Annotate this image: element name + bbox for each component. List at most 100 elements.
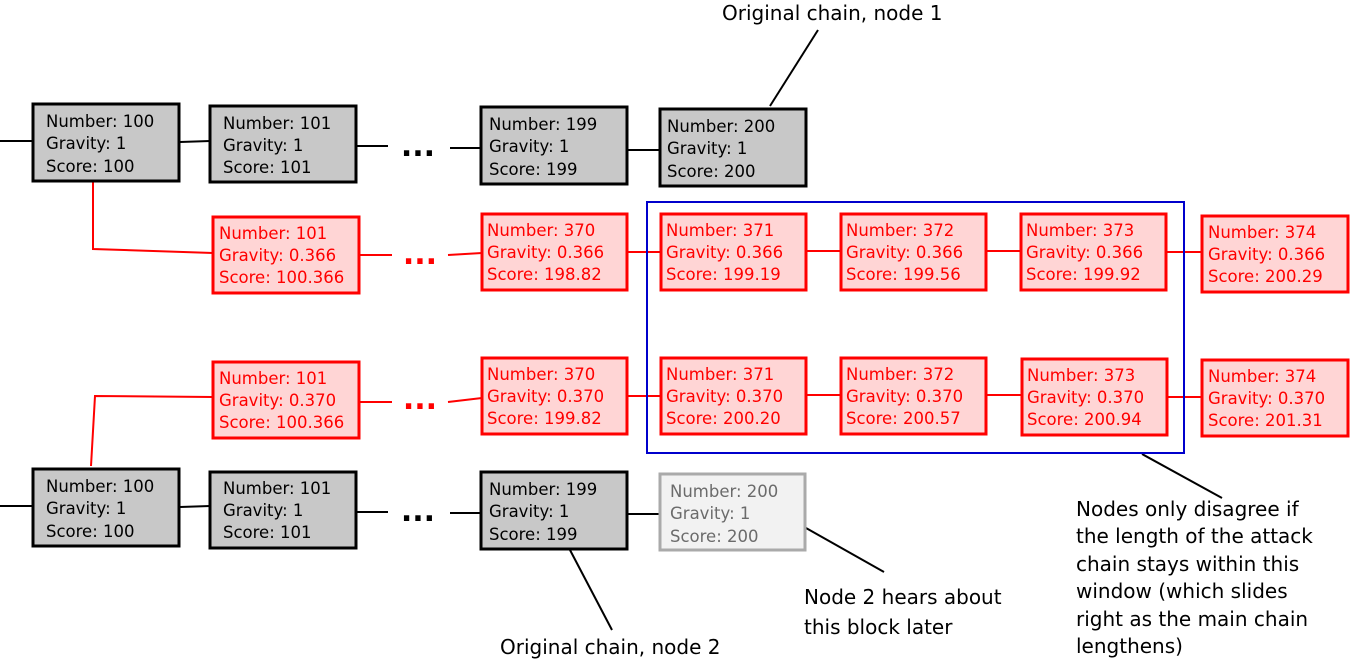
block-box xyxy=(480,356,629,436)
block-box xyxy=(659,356,808,436)
block-score: Score: 200.57 xyxy=(846,409,961,428)
connector xyxy=(179,140,211,143)
block-score: Score: 198.82 xyxy=(487,265,602,284)
block-gravity: Gravity: 0.370 xyxy=(219,391,336,410)
block-gravity: Gravity: 1 xyxy=(223,501,303,520)
block-box xyxy=(1200,214,1350,294)
block-gravity: Gravity: 0.370 xyxy=(487,387,604,406)
block-gravity: Gravity: 1 xyxy=(46,134,126,153)
label-line: this block later xyxy=(804,615,953,639)
label-window-note: Nodes only disagree if the length of the… xyxy=(1076,497,1319,658)
block-score: Score: 101 xyxy=(223,523,312,542)
block-box xyxy=(839,212,988,292)
block-score: Score: 201.31 xyxy=(1208,411,1323,430)
block: Number: 101 Gravity: 1 Score: 101 xyxy=(208,470,358,550)
block-number: Number: 373 xyxy=(1027,366,1135,385)
attack-block: Number: 373 Gravity: 0.366 Score: 199.92 xyxy=(1019,212,1168,292)
connector xyxy=(447,252,483,256)
block-gravity: Gravity: 0.370 xyxy=(666,387,783,406)
block-score: Score: 100.366 xyxy=(219,413,344,432)
block-box xyxy=(208,104,358,184)
block-number: Number: 373 xyxy=(1026,221,1134,240)
block-box xyxy=(839,356,988,436)
block-score: Score: 199.19 xyxy=(666,265,781,284)
block-gravity: Gravity: 0.366 xyxy=(487,243,604,262)
block-score: Score: 101 xyxy=(223,158,312,177)
attack-block: Number: 373 Gravity: 0.370 Score: 200.94 xyxy=(1020,357,1169,437)
block-number: Number: 199 xyxy=(489,115,597,134)
block-box xyxy=(659,212,808,292)
attack-block: Number: 371 Gravity: 0.370 Score: 200.20 xyxy=(659,356,808,436)
connectors xyxy=(0,29,1223,631)
label-line: chain stays within this xyxy=(1076,552,1299,576)
block-gravity: Gravity: 0.366 xyxy=(1208,245,1325,264)
block-box xyxy=(480,212,629,292)
callout-line xyxy=(769,29,819,107)
callout-line xyxy=(805,527,885,573)
label-hears-later: Node 2 hears about this block later xyxy=(804,585,1008,639)
block-number: Number: 374 xyxy=(1208,223,1316,242)
label-line: lengthens) xyxy=(1076,634,1183,658)
label-line: the length of the attack xyxy=(1076,524,1313,548)
block: Number: 100 Gravity: 1 Score: 100 xyxy=(31,102,181,183)
block: Number: 199 Gravity: 1 Score: 199 xyxy=(479,470,629,551)
block-box xyxy=(479,105,629,186)
block-score: Score: 199 xyxy=(489,160,578,179)
callout-line xyxy=(569,549,613,631)
block-score: Score: 199.82 xyxy=(487,409,602,428)
block-score: Score: 100.366 xyxy=(219,268,344,287)
block-score: Score: 200 xyxy=(670,527,759,546)
block-gravity: Gravity: 0.366 xyxy=(1026,243,1143,262)
block-score: Score: 199.92 xyxy=(1026,265,1141,284)
block-number: Number: 199 xyxy=(489,480,597,499)
callout-line xyxy=(1141,453,1223,499)
block-gravity: Gravity: 0.366 xyxy=(666,243,783,262)
attack-block: Number: 372 Gravity: 0.370 Score: 200.57 xyxy=(839,356,988,436)
block-box xyxy=(1019,212,1168,292)
attack-block: Number: 101 Gravity: 0.370 Score: 100.36… xyxy=(211,360,361,440)
label-original-node2: Original chain, node 2 xyxy=(500,635,721,659)
label-line: window (which slides xyxy=(1076,579,1288,603)
attack-block: Number: 370 Gravity: 0.370 Score: 199.82 xyxy=(480,356,629,436)
block: Number: 200 Gravity: 1 Score: 200 xyxy=(658,107,808,188)
block-score: Score: 199 xyxy=(489,525,578,544)
ellipsis-attack2: ... xyxy=(403,382,437,417)
block-gravity: Gravity: 0.366 xyxy=(846,243,963,262)
block: Number: 100 Gravity: 1 Score: 100 xyxy=(31,467,181,548)
block-score: Score: 200.29 xyxy=(1208,267,1323,286)
attack-block: Number: 372 Gravity: 0.366 Score: 199.56 xyxy=(839,212,988,292)
block-gravity: Gravity: 1 xyxy=(667,139,747,158)
block-gravity: Gravity: 0.366 xyxy=(219,246,336,265)
label-original-node1: Original chain, node 1 xyxy=(722,1,943,25)
connector xyxy=(447,397,483,403)
block-box xyxy=(1200,358,1350,438)
block-score: Score: 100 xyxy=(46,157,135,176)
attack-block: Number: 101 Gravity: 0.366 Score: 100.36… xyxy=(211,215,361,295)
label-line: Node 2 hears about xyxy=(804,585,1002,609)
block-box xyxy=(658,472,807,552)
block-box xyxy=(31,102,181,183)
block-number: Number: 101 xyxy=(219,369,327,388)
block-score: Score: 199.56 xyxy=(846,265,961,284)
label-line: right as the main chain xyxy=(1076,607,1308,631)
block-number: Number: 200 xyxy=(667,117,775,136)
label-line: Nodes only disagree if xyxy=(1076,497,1300,521)
block-gravity: Gravity: 1 xyxy=(489,137,569,156)
block-score: Score: 200 xyxy=(667,162,756,181)
attack-block: Number: 374 Gravity: 0.370 Score: 201.31 xyxy=(1200,358,1350,438)
attack-block: Number: 374 Gravity: 0.366 Score: 200.29 xyxy=(1200,214,1350,294)
block-number: Number: 374 xyxy=(1208,367,1316,386)
block-box xyxy=(208,470,358,550)
block-number: Number: 100 xyxy=(46,477,154,496)
fork-connector xyxy=(90,394,214,467)
ellipsis-chain1: ... xyxy=(401,129,435,164)
block-number: Number: 101 xyxy=(219,224,327,243)
block-box xyxy=(1020,357,1169,437)
block-box xyxy=(211,360,361,440)
block-box xyxy=(658,107,808,188)
block-number: Number: 371 xyxy=(666,365,774,384)
fork-connector xyxy=(92,178,214,254)
disagreement-window xyxy=(646,201,1185,454)
block-number: Number: 372 xyxy=(846,365,954,384)
